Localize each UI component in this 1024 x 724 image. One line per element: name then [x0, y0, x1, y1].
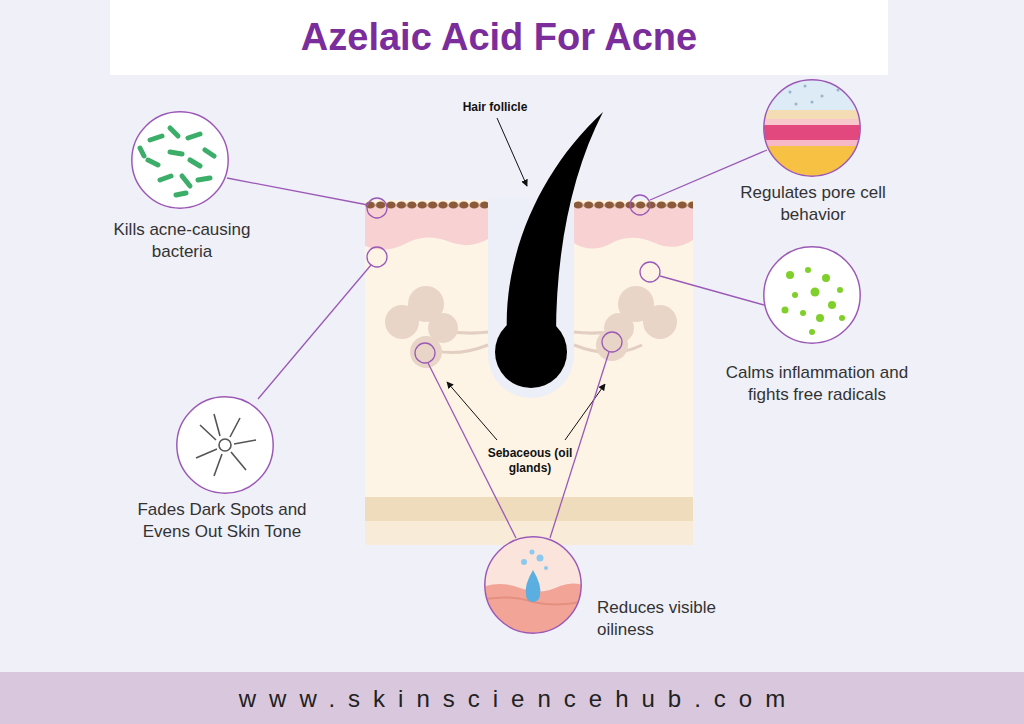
subcutis: [365, 497, 693, 521]
hair-bulb: [495, 316, 567, 388]
callout-circle: Calms inflammation and fights free radic…: [763, 246, 861, 344]
melanocyte-icon: [196, 414, 256, 476]
callout-outline: [763, 79, 861, 177]
page-title: Azelaic Acid For Acne: [110, 14, 888, 60]
benefit-label: Kills acne-causing bacteria: [97, 219, 267, 263]
callout-ring: [764, 80, 860, 176]
callout-outline: [763, 246, 861, 344]
footer-band: [0, 672, 1024, 724]
benefit-label: Regulates pore cell behavior: [728, 182, 898, 226]
callout-ring: [132, 112, 228, 208]
benefit-label: Reduces visible oiliness: [597, 597, 737, 641]
benefit-label: Calms inflammation and fights free radic…: [707, 362, 927, 406]
bacteria-icon: [140, 128, 214, 195]
callout-circle: Regulates pore cell behavior: [763, 79, 861, 177]
surface-cells: [572, 200, 693, 210]
pointer-arrow: [497, 118, 527, 186]
spot-marker: [367, 195, 660, 363]
callout-circle: Fades Dark Spots and Evens Out Skin Tone: [176, 396, 274, 494]
inflammation-icon: [782, 267, 846, 335]
callout-ring: [764, 247, 860, 343]
oil-icon: [480, 535, 590, 645]
benefit-label: Fades Dark Spots and Evens Out Skin Tone: [122, 499, 322, 543]
callout-fill: [131, 79, 861, 634]
callout-outline: [484, 536, 582, 634]
callout-outline: [131, 111, 229, 209]
pointer-arrow: [565, 384, 605, 440]
title-panel: [110, 0, 888, 75]
skin-layers-icon: [760, 78, 864, 180]
callout-ring: [485, 537, 581, 633]
leader-line: [227, 150, 767, 538]
part-label: Hair follicle: [440, 100, 550, 115]
callout-ring: [177, 397, 273, 493]
website-footer: www.skinsciencehub.com: [0, 684, 1024, 714]
epidermis: [365, 205, 490, 250]
part-label: Sebaceous (oil glands): [482, 446, 578, 476]
hair-shaft: [507, 112, 603, 335]
callout-circle: Kills acne-causing bacteria: [131, 111, 229, 209]
callout-outline: [176, 396, 274, 494]
pointer-arrow: [447, 382, 497, 440]
callout-circle: Reduces visible oiliness: [484, 536, 582, 634]
